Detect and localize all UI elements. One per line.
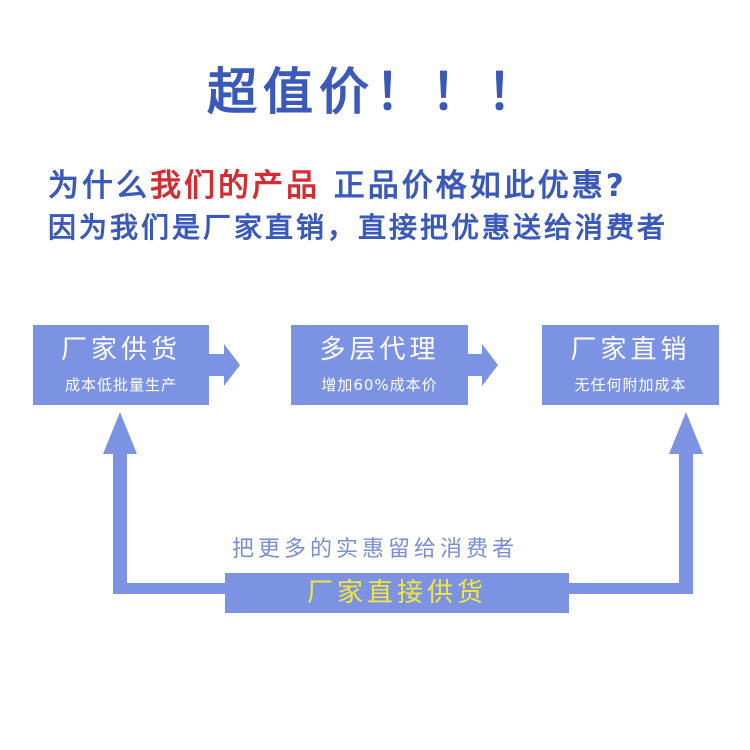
box-factory-direct-subtitle: 无任何附加成本 [574,376,687,394]
arrow-box1-to-box2 [209,344,240,386]
box-factory-direct-title: 厂家直销 [570,335,691,365]
box-factory-supply-subtitle: 成本低批量生产 [64,376,177,394]
box-factory-supply-title: 厂家供货 [60,335,181,365]
box-factory-supply: 厂家供货 成本低批量生产 [33,325,209,405]
answer-line: 因为我们是厂家直销，直接把优惠送给消费者 [48,211,669,244]
arrow-up-left [103,412,225,594]
box-multi-level-agent-title: 多层代理 [319,335,440,365]
question-part1: 为什么 [48,168,150,204]
arrow-up-right [569,412,703,594]
question-line: 为什么我们的产品 正品价格如此优惠? [48,160,627,205]
caption-more-savings: 把更多的实惠留给消费者 [231,537,518,562]
arrow-box2-to-box3 [468,344,498,386]
box-multi-level-agent: 多层代理 增加60%成本价 [291,325,468,405]
headline: 超值价！！！ [207,63,543,121]
question-part2: 正品价格如此优惠? [320,168,627,204]
box-multi-level-agent-subtitle: 增加60%成本价 [321,376,438,394]
question-highlight: 我们的产品 [150,168,320,204]
box-factory-direct: 厂家直销 无任何附加成本 [542,325,719,405]
bottom-box-direct-supply: 厂家直接供货 [225,573,569,613]
